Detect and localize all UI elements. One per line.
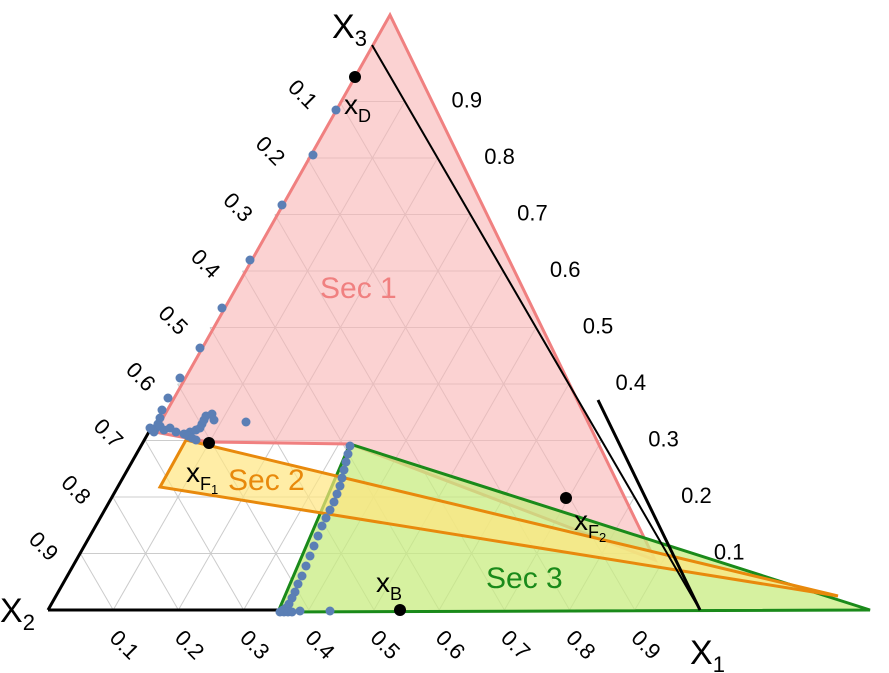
trajectory-dot [171, 427, 181, 437]
trajectory-dot [337, 473, 347, 483]
trajectory-dot [339, 465, 349, 475]
xF1-label: xF1 [186, 457, 218, 497]
tick-label: 0.1 [283, 75, 322, 114]
tick-label: 0.2 [681, 483, 712, 508]
trajectory-dot [325, 505, 335, 515]
tick-label: 0.8 [56, 470, 95, 509]
tick-label: 0.7 [496, 625, 535, 664]
grid-line [144, 440, 245, 611]
tick-label: 0.2 [170, 625, 209, 664]
vertex-x2-label: X2 [0, 592, 35, 635]
grid-line [112, 496, 179, 611]
trajectory-dot [313, 531, 323, 541]
trajectory-dot [341, 457, 351, 467]
trajectory-dot [293, 579, 303, 589]
trajectory-dot [245, 255, 255, 265]
tick-label: 0.4 [300, 625, 339, 664]
tick-label: 0.3 [218, 188, 257, 227]
tick-label: 0.2 [251, 131, 290, 170]
trajectory-dot [332, 489, 342, 499]
trajectory-dots [145, 105, 355, 617]
tick-label: 0.6 [550, 257, 581, 282]
trajectory-dot [277, 200, 287, 210]
xF2-point [560, 492, 572, 504]
tick-label: 0.3 [648, 427, 679, 452]
vertex-x3-label: X3 [332, 8, 367, 51]
xD-label: xD [344, 89, 371, 126]
tick-label: 0.7 [89, 414, 128, 453]
trajectory-dot [157, 405, 167, 415]
bottom-axis-ticks: 0.1 0.2 0.3 0.4 0.5 0.6 0.7 0.8 0.9 [105, 625, 666, 664]
tick-label: 0.8 [561, 625, 600, 664]
tick-label: 0.8 [484, 144, 515, 169]
xB-point [394, 604, 406, 616]
tick-label: 0.3 [235, 625, 274, 664]
section-2-label: Sec 2 [228, 464, 305, 497]
grid-line [79, 553, 114, 611]
tick-label: 0.6 [431, 625, 470, 664]
trajectory-dot [305, 551, 315, 561]
trajectory-dot [325, 606, 335, 616]
section-1-region [152, 11, 659, 563]
tick-label: 0.5 [154, 301, 193, 340]
tick-label: 0.4 [186, 244, 225, 283]
trajectory-dot [163, 393, 173, 403]
tick-label: 0.1 [714, 540, 745, 565]
trajectory-dot [287, 607, 297, 617]
tick-label: 0.4 [616, 370, 647, 395]
xD-point [349, 71, 361, 83]
xF1-point [203, 437, 215, 449]
triangle-outline [46, 44, 702, 612]
tick-label: 0.9 [452, 88, 483, 113]
tick-label: 0.1 [105, 625, 144, 664]
section-1-label: Sec 1 [320, 272, 397, 305]
trajectory-dot [297, 571, 307, 581]
vertex-x1-label: X1 [690, 634, 725, 673]
trajectory-dot [209, 415, 219, 425]
tick-label: 0.9 [24, 527, 63, 566]
xF2-label: xF2 [574, 505, 606, 545]
trajectory-dot [331, 105, 341, 115]
trajectory-dot [345, 441, 355, 451]
tick-label: 0.5 [366, 625, 405, 664]
trajectory-dot [145, 423, 155, 433]
trajectory-dot [343, 449, 353, 459]
trajectory-dot [195, 343, 205, 353]
trajectory-dot [175, 373, 185, 383]
tick-label: 0.9 [626, 625, 665, 664]
trajectory-dot [317, 521, 327, 531]
trajectory-dot [295, 606, 305, 616]
trajectory-dot [321, 513, 331, 523]
trajectory-dot [191, 435, 201, 445]
right-axis-ticks: 0.9 0.8 0.7 0.6 0.5 0.4 0.3 0.2 0.1 [452, 88, 745, 565]
tick-label: 0.5 [583, 314, 614, 339]
trajectory-dot [217, 303, 227, 313]
trajectory-dot [309, 541, 319, 551]
tick-label: 0.7 [517, 201, 548, 226]
trajectory-dot [335, 481, 345, 491]
tick-label: 0.6 [121, 357, 160, 396]
trajectory-dot [308, 150, 318, 160]
trajectory-dot [301, 561, 311, 571]
xB-label: xB [376, 567, 402, 604]
trajectory-dot [329, 497, 339, 507]
section-3-label: Sec 3 [486, 562, 563, 595]
trajectory-dot [241, 417, 251, 427]
